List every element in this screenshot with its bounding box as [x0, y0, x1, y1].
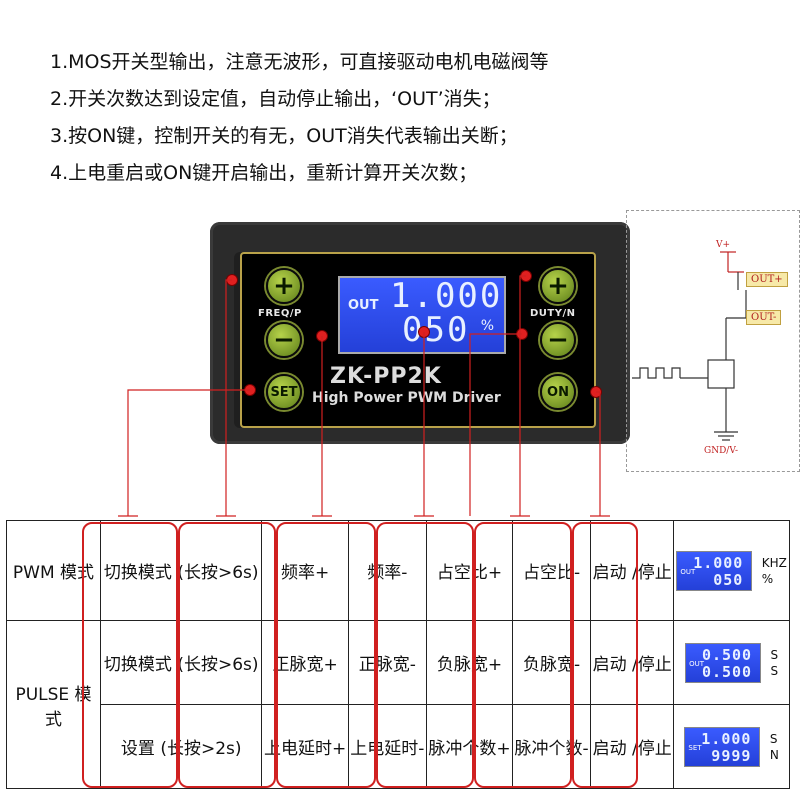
unit-2: %: [761, 571, 774, 586]
lcd-unit: %: [480, 318, 494, 334]
note-2: 2.开关次数达到设定值，自动停止输出，‘OUT’消失；: [50, 88, 501, 110]
set-button[interactable]: SET: [266, 374, 302, 410]
column-highlight: [178, 522, 276, 788]
mode-table: PWM 模式 切换模式 (长按>6s) 频率+ 频率- 占空比+ 占空比- 启动…: [6, 520, 790, 789]
pulse2-cell-set: 设置 (长按>2s): [99, 704, 263, 789]
lcd-line-2: 050: [402, 310, 470, 350]
pwm-mini-lcd: OUT 1.000 050: [676, 550, 753, 591]
unit-1: S: [770, 647, 779, 662]
pulse2-cell-duty-plus: 脉冲个数+: [425, 704, 514, 789]
mini-lcd-tag: OUT: [680, 567, 696, 576]
pwm-cell-duty-minus: 占空比-: [512, 520, 592, 621]
pwm-mode-label: PWM 模式: [6, 520, 101, 621]
mini-lcd-tag: OUT: [689, 659, 705, 668]
mini-lcd-line-1: 1.000: [693, 553, 744, 572]
output-schematic: V+ OUT+ OUT- GND/V-: [626, 210, 800, 472]
lcd-out-label: OUT: [348, 298, 379, 313]
mini-lcd-line-2: 0.500: [701, 662, 753, 681]
lcd-line-1: 1.000: [390, 276, 503, 316]
note-4: 4.上电重启或ON键开启输出，重新计算开关次数；: [50, 162, 478, 184]
device-subtitle: High Power PWM Driver: [312, 390, 501, 406]
pulse1-mini-lcd: OUT 0.500 0.500: [685, 642, 762, 683]
pulse2-cell-duty-minus: 脉冲个数-: [512, 704, 592, 789]
on-button[interactable]: ON: [540, 374, 576, 410]
note-3: 3.按ON键，控制开关的有无，OUT消失代表输出关断；: [50, 125, 518, 147]
unit-1: KHZ: [761, 555, 787, 570]
pulse2-mini-lcd: SET 1.000 9999: [684, 726, 761, 767]
schematic-drawing: [632, 251, 747, 441]
pwm-cell-set: 切换模式 (长按>6s): [99, 520, 263, 621]
mini-lcd-units: S N: [770, 731, 779, 763]
freq-plus-button[interactable]: +: [266, 268, 302, 304]
freq-minus-button[interactable]: −: [266, 322, 302, 358]
pulse1-cell-duty-plus: 负脉宽+: [425, 620, 514, 705]
column-highlight: [276, 522, 376, 788]
mini-lcd-tag: SET: [688, 743, 702, 752]
unit-2: N: [769, 747, 779, 762]
column-highlight: [572, 522, 638, 788]
column-highlight: [474, 522, 572, 788]
duty-label: DUTY/N: [530, 308, 576, 319]
note-1: 1.MOS开关型输出，注意无波形，可直接驱动电机电磁阀等: [50, 51, 549, 73]
mini-lcd-line-1: 0.500: [701, 645, 753, 664]
mini-lcd-units: S S: [771, 647, 779, 679]
pulse2-cell-freq-minus: 上电延时-: [347, 704, 427, 789]
pwm-cell-on: 启动 /停止: [590, 520, 675, 621]
device-lcd: OUT 1.000 050 %: [338, 276, 506, 354]
duty-plus-button[interactable]: +: [540, 268, 576, 304]
column-highlight: [376, 522, 474, 788]
mini-lcd-line-1: 1.000: [701, 729, 752, 748]
freq-label: FREQ/P: [258, 308, 302, 319]
out-minus-tag: OUT-: [746, 310, 782, 325]
column-highlight: [82, 522, 178, 788]
pulse1-cell-display: OUT 0.500 0.500 S S: [673, 620, 790, 705]
pulse1-cell-on: 启动 /停止: [590, 620, 675, 705]
duty-minus-button[interactable]: −: [540, 322, 576, 358]
vplus-label: V+: [716, 240, 731, 250]
pwm-cell-duty-plus: 占空比+: [425, 520, 514, 621]
pulse2-cell-on: 启动 /停止: [590, 704, 675, 789]
unit-1: S: [769, 731, 778, 746]
mini-lcd-line-2: 9999: [711, 746, 752, 765]
out-plus-tag: OUT+: [746, 272, 788, 287]
pulse1-cell-duty-minus: 负脉宽-: [512, 620, 592, 705]
pulse-mode-label: PULSE 模式: [6, 620, 101, 789]
gnd-label: GND/V-: [704, 446, 739, 456]
unit-2: S: [770, 663, 779, 678]
pwm-cell-display: OUT 1.000 050 KHZ %: [673, 520, 790, 621]
device-model: ZK-PP2K: [330, 364, 442, 389]
notes-list: 1.MOS开关型输出，注意无波形，可直接驱动电机电磁阀等 2.开关次数达到设定值…: [50, 44, 549, 192]
pulse2-cell-display: SET 1.000 9999 S N: [673, 704, 790, 789]
mini-lcd-line-2: 050: [713, 570, 744, 589]
mini-lcd-units: KHZ %: [762, 555, 787, 587]
